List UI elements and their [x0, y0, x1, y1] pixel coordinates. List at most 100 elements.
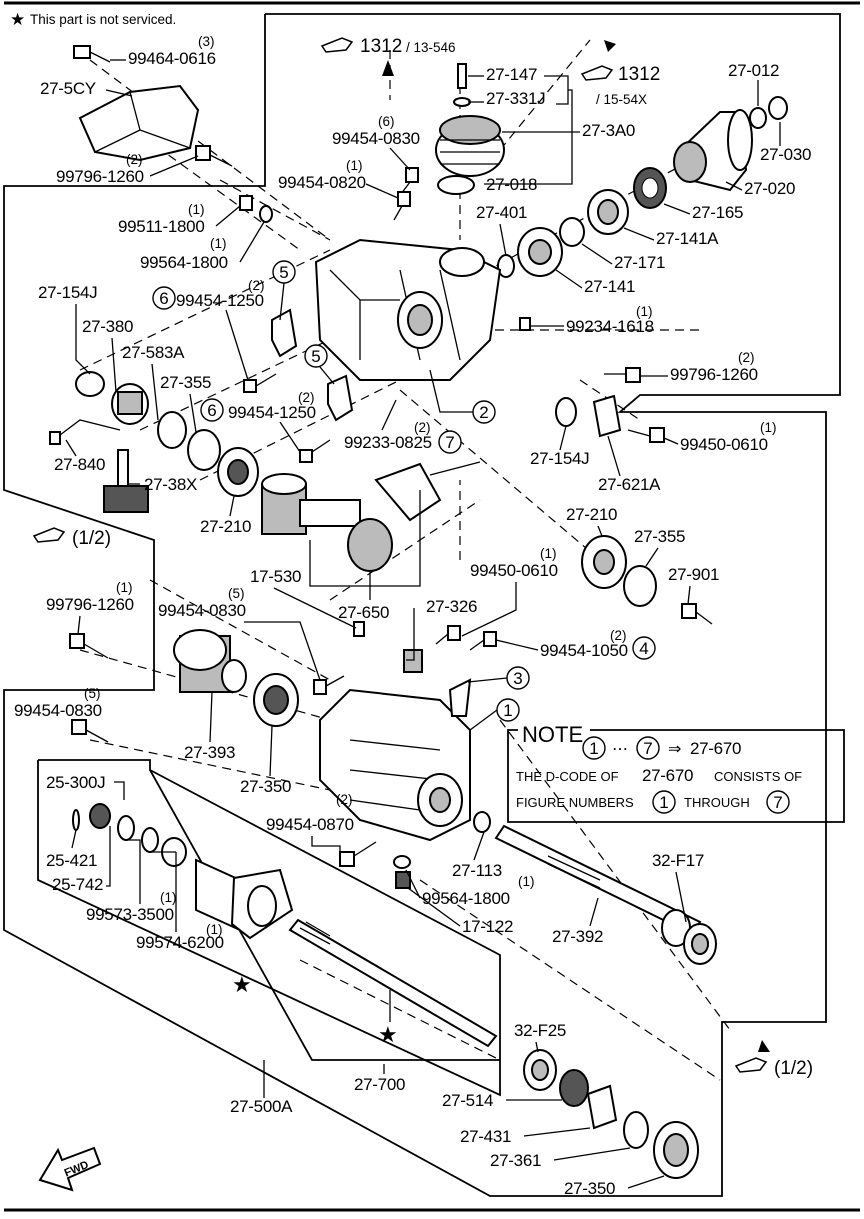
label-labels-p27-583a: 27-583A	[122, 343, 185, 362]
label-labels-p27-012: 27-012	[728, 61, 779, 80]
label-circled-c2: 2	[479, 403, 488, 422]
label-labels-p27-141: 27-141	[584, 277, 635, 296]
shift-forks	[271, 308, 354, 422]
bolt-99464-0616	[73, 45, 111, 63]
label-labels-q99454-1250a: (2)	[248, 278, 265, 293]
label-refs-r2s: / 15-54X	[596, 92, 647, 107]
label-labels-q99464-0616: (3)	[198, 34, 215, 49]
label-labels-p27-154j-b: 27-154J	[530, 449, 589, 468]
label-labels-q99796-1260c: (1)	[116, 580, 133, 595]
label-note-dots: ⋯	[612, 741, 628, 758]
label-labels-p27-171: 27-171	[614, 253, 665, 272]
label-note-from: 1	[589, 739, 598, 758]
part-labels: (3) 99464-0616 27-5CY (2) 99796-1260 27-…	[14, 34, 811, 1198]
label-labels-p27-3a0: 27-3A0	[582, 121, 635, 140]
label-labels-p99234-1618: 99234-1618	[566, 317, 654, 336]
fwd-arrow-icon: FWD	[38, 1146, 102, 1192]
label-labels-p99454-1050: 99454-1050	[540, 641, 628, 660]
bolt-99796-1260-top	[195, 145, 233, 167]
label-circled-c6a: 6	[159, 289, 168, 308]
label-labels-p27-326: 27-326	[426, 597, 477, 616]
label-labels-q99511-1800: (1)	[188, 202, 205, 217]
label-labels-q99564-1800a: (1)	[210, 236, 227, 251]
star-icon-500A: ★	[232, 972, 252, 997]
bearings-lower-right	[523, 1049, 699, 1179]
label-circled-c4: 4	[639, 639, 648, 658]
extension-housing-27-020	[673, 96, 788, 192]
label-labels-p99564-1800b: 99564-1800	[422, 889, 510, 908]
label-labels-q99796-1260a: (2)	[126, 152, 143, 167]
label-labels-q99564-1800b: (1)	[518, 874, 535, 889]
label-refs-r3: (1/2)	[72, 528, 111, 549]
label-labels-p32-f17: 32-F17	[652, 851, 704, 870]
label-labels-p27-154j-a: 27-154J	[38, 283, 97, 302]
label-circled-c7: 7	[445, 433, 454, 452]
label-labels-p27-350b: 27-350	[564, 1179, 615, 1198]
star-icon: ★	[10, 10, 25, 29]
note-box: NOTE 1 ⋯ 7 ⇒ 27-670 THE D-CODE OF 27-670…	[507, 722, 845, 823]
label-note-arrow-target: 27-670	[690, 739, 741, 758]
bolts-right-upper	[519, 317, 665, 443]
transmission-case	[314, 238, 502, 381]
label-circled-c5a: 5	[279, 263, 288, 282]
label-circled-c6b: 6	[207, 401, 216, 420]
label-labels-p99564-1800a: 99564-1800	[140, 253, 228, 272]
label-labels-p27-621a: 27-621A	[598, 475, 661, 494]
pointing-hand-icon	[320, 37, 354, 53]
label-labels-p99233-0825: 99233-0825	[344, 433, 432, 452]
label-labels-q99454-1050: (2)	[610, 628, 627, 643]
label-labels-p99511-1800: 99511-1800	[118, 217, 205, 236]
assembly-27-500A-parts: ★	[72, 803, 294, 997]
star-icon-700: ★	[378, 1022, 398, 1047]
ref-1312-13-546: 1312 / 13-546	[320, 36, 456, 76]
left-seal-stack	[75, 371, 259, 497]
gear-27-393	[173, 629, 299, 727]
transfer-case	[319, 621, 472, 842]
label-labels-p27-38x: 27-38X	[144, 475, 197, 494]
label-labels-p99450-0610b: 99450-0610	[470, 561, 558, 580]
label-labels-p27-210a: 27-210	[200, 517, 251, 536]
label-labels-q99450-0610b: (1)	[540, 546, 557, 561]
label-note-line2a: THE D-CODE OF	[516, 769, 619, 784]
label-labels-q99454-0870: (2)	[336, 792, 353, 807]
label-labels-p27-147: 27-147	[486, 65, 537, 84]
label-circled-c3: 3	[513, 669, 522, 688]
ref-1-2-left: (1/2)	[32, 527, 111, 549]
right-bearing-stack	[581, 535, 713, 625]
label-labels-p99454-1250b: 99454-1250	[228, 403, 316, 422]
label-labels-p27-331j: 27-331J	[486, 89, 545, 108]
label-labels-p27-514: 27-514	[442, 1091, 493, 1110]
bolts-99454-1250	[243, 373, 331, 463]
shift-cover-27-3A0	[435, 63, 505, 195]
label-labels-p99450-0610a: 99450-0610	[680, 435, 768, 454]
label-labels-p25-421: 25-421	[46, 851, 97, 870]
pointing-hand-icon	[32, 527, 66, 543]
ref-1-2-right: (1/2)	[734, 1040, 813, 1079]
label-labels-p27-030: 27-030	[760, 145, 811, 164]
label-labels-p27-361: 27-361	[490, 1151, 541, 1170]
label-labels-q99454-0830a: (6)	[378, 114, 395, 129]
label-refs-r1: 1312	[360, 36, 402, 57]
label-labels-p99454-1250a: 99454-1250	[176, 291, 264, 310]
label-labels-p27-210b: 27-210	[566, 505, 617, 524]
label-note-line3d: 7	[773, 793, 782, 812]
label-labels-p17-122: 17-122	[462, 917, 513, 936]
label-refs-r4: (1/2)	[774, 1058, 813, 1079]
label-labels-q99233-0825: (2)	[414, 420, 431, 435]
output-shaft-27-392	[494, 824, 717, 965]
label-labels-p99454-0820: 99454-0820	[278, 173, 366, 192]
bolts-99454-0830-0820	[393, 167, 419, 221]
label-labels-q99454-0830b: (5)	[228, 586, 245, 601]
label-note-line2b: 27-670	[642, 766, 693, 785]
label-labels-p27-840: 27-840	[54, 455, 105, 474]
label-labels-p27-650: 27-650	[338, 603, 389, 622]
note-title: NOTE	[522, 722, 583, 747]
label-labels-p27-020: 27-020	[744, 179, 795, 198]
label-labels-p27-355b: 27-355	[634, 527, 685, 546]
label-note-line3c: THROUGH	[684, 795, 750, 810]
label-labels-p27-901: 27-901	[668, 565, 719, 584]
label-labels-p99574-6200: 99574-6200	[136, 933, 224, 952]
label-labels-p25-300j: 25-300J	[46, 773, 105, 792]
gears-27-650	[261, 461, 481, 572]
